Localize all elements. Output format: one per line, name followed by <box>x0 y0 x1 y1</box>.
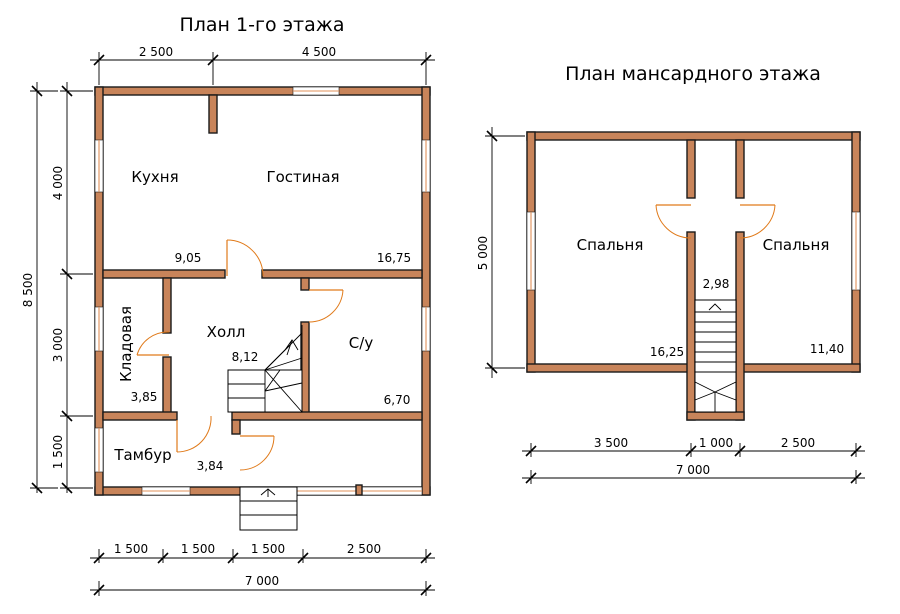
room-label-living: Гостиная <box>266 168 339 186</box>
area-vestibule: 3,84 <box>197 459 224 473</box>
room-label-bedroom-right: Спальня <box>763 236 830 254</box>
area-corridor: 2,98 <box>703 277 730 291</box>
dim-top-1: 2 500 <box>139 45 173 59</box>
first-floor-dimensions: 2 500 4 500 4 000 3 000 1 500 8 500 <box>21 45 435 596</box>
dim-left-1: 4 000 <box>51 166 65 200</box>
first-floor-windows <box>94 86 431 496</box>
dim-left-2: 3 000 <box>51 328 65 362</box>
dim-bottom-total: 7 000 <box>245 574 279 588</box>
area-living: 16,75 <box>377 251 411 265</box>
porch-steps <box>239 486 298 531</box>
attic-floor-labels: Спальня Спальня 16,25 2,98 11,40 <box>577 236 845 359</box>
area-bedroom-left: 16,25 <box>650 345 684 359</box>
dim-attic-bottom-3: 2 500 <box>781 436 815 450</box>
first-floor-doors <box>136 239 344 471</box>
area-pantry: 3,85 <box>131 390 158 404</box>
area-bedroom-right: 11,40 <box>810 342 844 356</box>
attic-floor-windows <box>526 211 861 291</box>
attic-floor-walls <box>526 131 861 421</box>
attic-floor-doors <box>655 204 776 239</box>
dim-top-2: 4 500 <box>302 45 336 59</box>
dim-bottom-2: 1 500 <box>181 542 215 556</box>
dim-bottom-3: 1 500 <box>251 542 285 556</box>
dim-left-3: 1 500 <box>51 435 65 469</box>
attic-floor-title: План мансардного этажа <box>565 63 821 85</box>
first-floor-labels: Кухня Гостиная Холл С/у Кладовая Тамбур … <box>113 168 411 473</box>
area-hall: 8,12 <box>232 350 259 364</box>
dim-attic-left: 5 000 <box>476 236 490 270</box>
attic-floor-dimensions: 5 000 3 500 1 000 2 500 7 000 <box>476 127 865 484</box>
dim-bottom-4: 2 500 <box>347 542 381 556</box>
dim-attic-bottom-2: 1 000 <box>699 436 733 450</box>
room-label-bathroom: С/у <box>349 334 374 352</box>
attic-floor-stairs <box>694 299 737 413</box>
dim-attic-bottom-1: 3 500 <box>594 436 628 450</box>
room-label-pantry: Кладовая <box>117 306 135 382</box>
dim-bottom-1: 1 500 <box>114 542 148 556</box>
dim-left-total: 8 500 <box>21 273 35 307</box>
area-kitchen: 9,05 <box>175 251 202 265</box>
room-label-hall: Холл <box>207 323 246 341</box>
first-floor-title: План 1-го этажа <box>179 14 344 36</box>
area-bathroom: 6,70 <box>384 393 411 407</box>
room-label-bedroom-left: Спальня <box>577 236 644 254</box>
dim-attic-bottom-total: 7 000 <box>676 463 710 477</box>
room-label-vestibule: Тамбур <box>113 446 171 464</box>
first-floor-walls <box>94 86 431 496</box>
first-floor-stairs <box>227 325 303 413</box>
room-label-kitchen: Кухня <box>131 168 178 186</box>
